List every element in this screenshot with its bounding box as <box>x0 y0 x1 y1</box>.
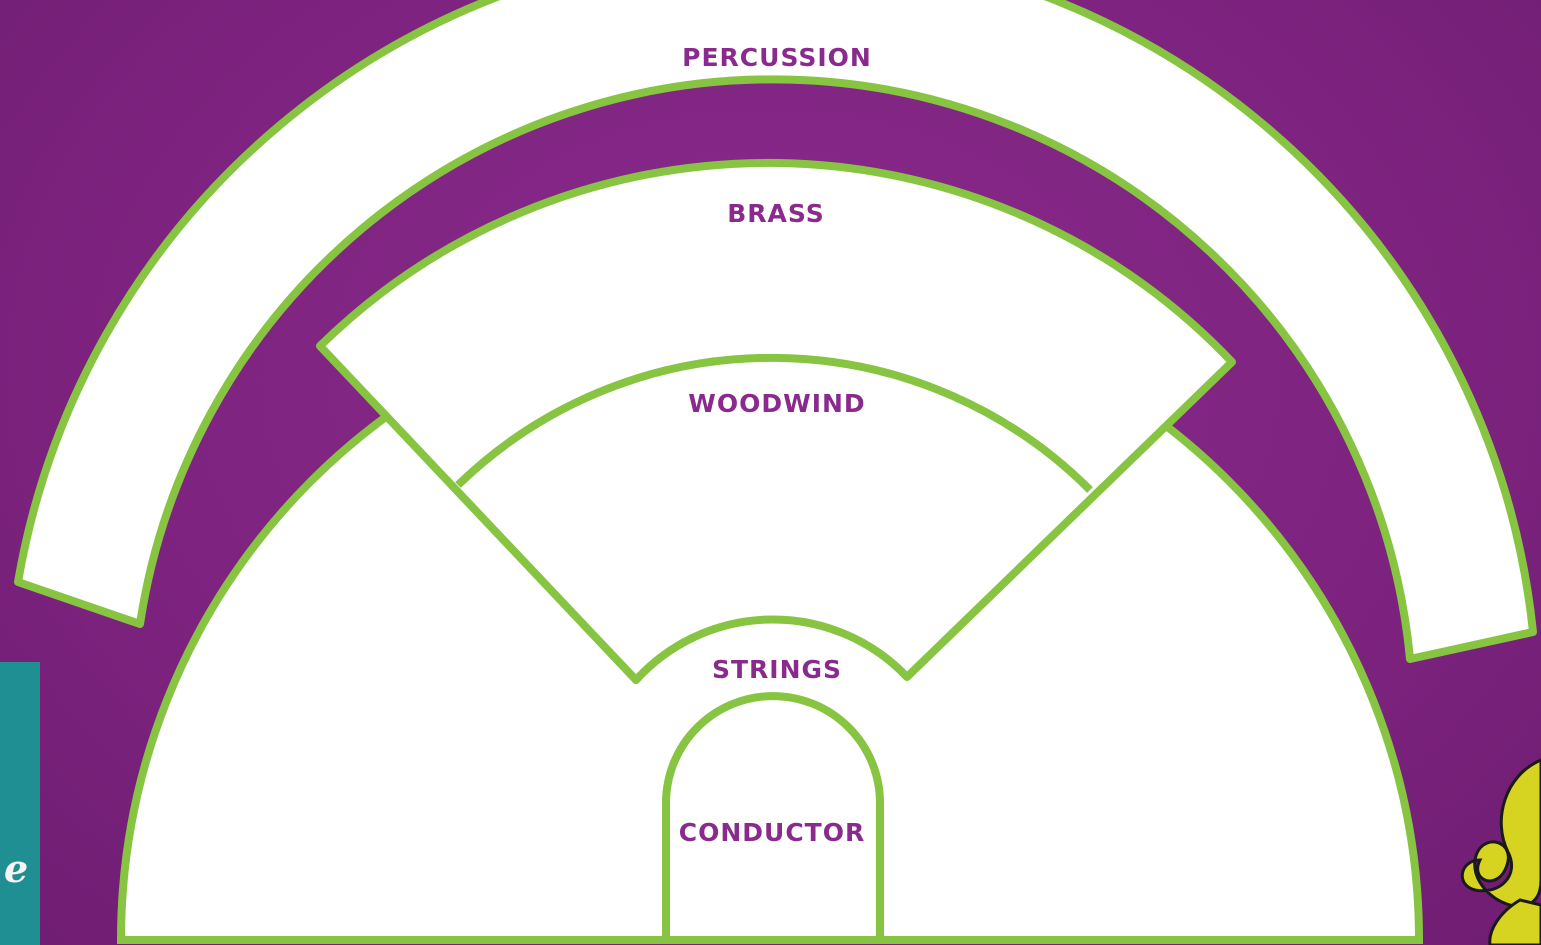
teal-book-letter: e <box>4 846 28 891</box>
woodwind-label: WOODWIND <box>688 389 865 418</box>
percussion-label: PERCUSSION <box>682 43 872 72</box>
strings-label: STRINGS <box>712 655 842 684</box>
teal-book-image: e <box>0 662 40 945</box>
brass-label: BRASS <box>727 199 825 228</box>
treble-clef-icon <box>1462 760 1541 945</box>
conductor-label: CONDUCTOR <box>679 818 865 847</box>
